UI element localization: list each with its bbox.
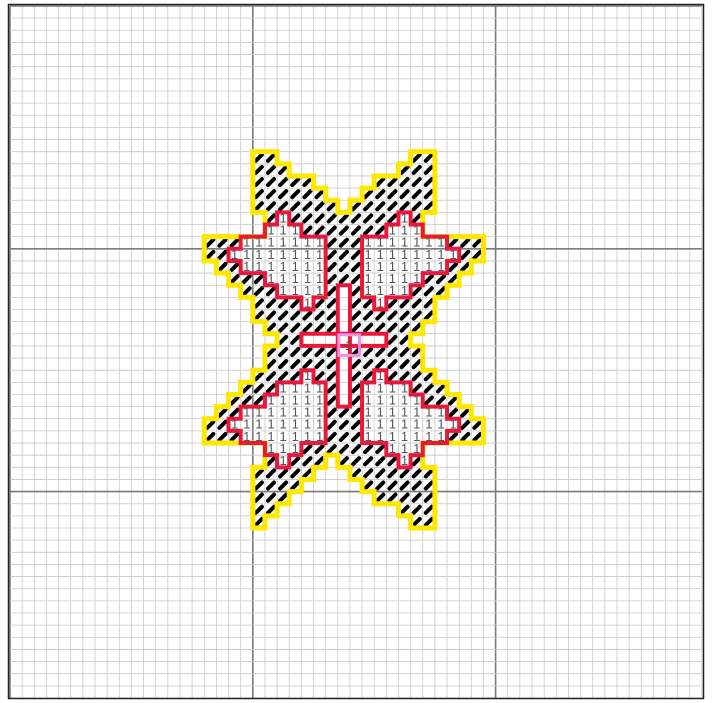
cell-label: 1 xyxy=(267,271,274,286)
cell-label: 1 xyxy=(231,417,238,432)
cell-label: 1 xyxy=(401,453,408,468)
cell-label: 1 xyxy=(449,247,456,262)
cell-label: 1 xyxy=(437,429,444,444)
cell-label: 1 xyxy=(255,259,262,274)
cell-label: 1 xyxy=(280,453,287,468)
cell-label: 1 xyxy=(425,429,432,444)
cell-label: 1 xyxy=(413,441,420,456)
cell-label: 1 xyxy=(267,441,274,456)
cell-label: 1 xyxy=(389,441,396,456)
center-cell-label: 1 xyxy=(345,338,352,353)
cell-label: 1 xyxy=(377,295,384,310)
cell-label: 1 xyxy=(243,429,250,444)
cell-label: 1 xyxy=(280,283,287,298)
cell-label: 1 xyxy=(365,283,372,298)
cell-label: 1 xyxy=(401,283,408,298)
cell-label: 1 xyxy=(304,429,311,444)
cell-label: 1 xyxy=(437,259,444,274)
cell-label: 1 xyxy=(255,429,262,444)
cell-label: 1 xyxy=(292,283,299,298)
cell-label: 1 xyxy=(413,271,420,286)
cell-label: 1 xyxy=(389,283,396,298)
cell-label: 1 xyxy=(292,441,299,456)
cell-label: 1 xyxy=(425,259,432,274)
cell-label: 1 xyxy=(304,295,311,310)
cell-label: 1 xyxy=(377,429,384,444)
cell-label: 1 xyxy=(231,247,238,262)
cell-label: 1 xyxy=(316,283,323,298)
cell-label: 1 xyxy=(449,417,456,432)
cell-label: 1 xyxy=(365,429,372,444)
cell-label: 1 xyxy=(316,429,323,444)
cell-label: 1 xyxy=(243,259,250,274)
